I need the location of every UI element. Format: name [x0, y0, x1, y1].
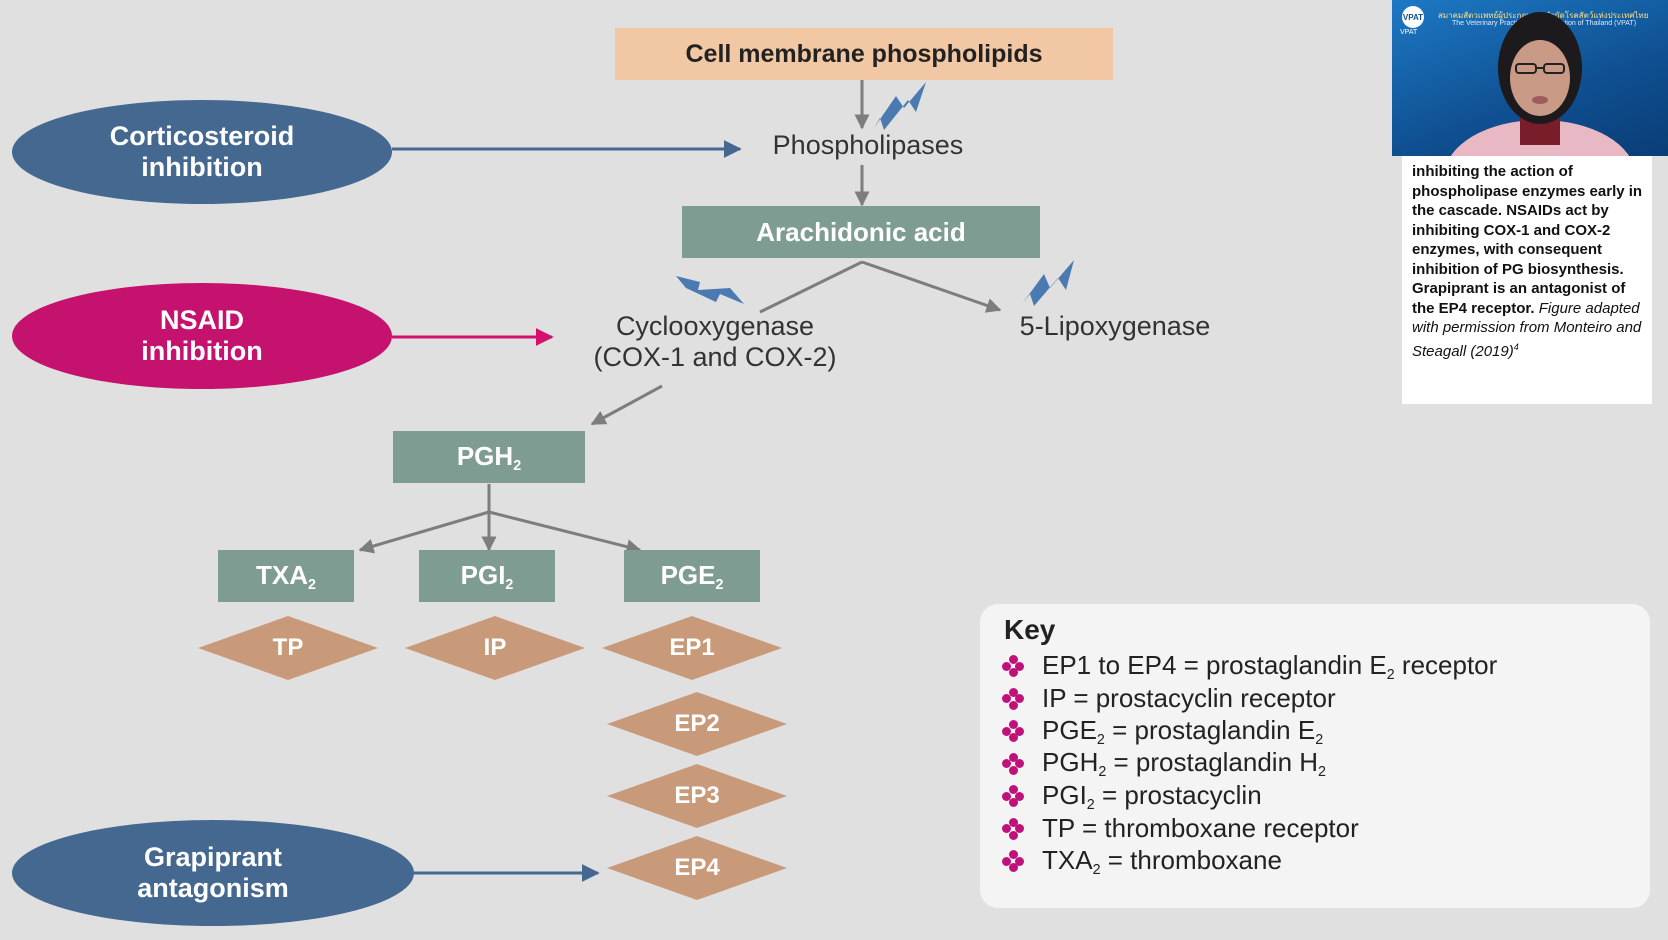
txa2-label: TXA2	[256, 559, 316, 593]
nsaid-line2: inhibition	[141, 336, 263, 366]
key-item: PGE2 = prostaglandin E2	[1002, 715, 1497, 748]
key-item: EP1 to EP4 = prostaglandin E2 receptor	[1002, 650, 1497, 683]
caption-bold-text: inhibiting the action of phospholipase e…	[1412, 163, 1643, 317]
pgi2-box: PGI2	[419, 550, 555, 602]
corticosteroid-line2: inhibition	[141, 152, 263, 182]
corticosteroid-ellipse: Corticosteroid inhibition	[12, 100, 392, 204]
pge2-box: PGE2	[624, 550, 760, 602]
ep3-label: EP3	[674, 782, 720, 809]
pgi2-label: PGI2	[460, 559, 514, 593]
phospholipases-label: Phospholipases	[772, 130, 964, 160]
corticosteroid-line1: Corticosteroid	[109, 121, 295, 151]
arachidonic-acid-label: Arachidonic acid	[756, 216, 966, 247]
caption-citation: 4	[1513, 341, 1519, 352]
pge2-label: PGE2	[660, 559, 724, 593]
grapiprant-ellipse: Grapiprant antagonism	[12, 820, 414, 926]
nsaid-ellipse: NSAID inhibition	[12, 283, 392, 389]
caption-source-text: Figure adapted with permission from Mont…	[1412, 299, 1642, 360]
pgh2-label: PGH2	[456, 440, 522, 474]
ep4-label: EP4	[674, 854, 720, 881]
vpat-label: VPAT	[1400, 29, 1418, 36]
arachidonic-acid-box: Arachidonic acid	[682, 206, 1040, 258]
ep1-label: EP1	[669, 634, 715, 661]
txa2-box: TXA2	[218, 550, 354, 602]
lightning-bolt-icon	[874, 82, 926, 130]
flower-bullet-icon	[1002, 687, 1024, 710]
lightning-bolt-icon	[676, 276, 744, 304]
key-item: TP = thromboxane receptor	[1002, 813, 1497, 846]
arrow-cox-to-pgh	[590, 384, 663, 426]
cell-membrane-box: Cell membrane phospholipids	[615, 28, 1113, 80]
flower-bullet-icon	[1002, 785, 1024, 808]
ep2-label: EP2	[674, 710, 720, 737]
arrow-pgh-to-txa	[358, 510, 490, 554]
tp-label: TP	[272, 634, 304, 661]
key-panel: Key EP1 to EP4 = prostaglandin E2 recept…	[980, 604, 1650, 908]
flower-bullet-icon	[1002, 720, 1024, 743]
cyclooxygenase-label: Cyclooxygenase (COX-1 and COX-2)	[560, 311, 870, 373]
flower-bullet-icon	[1002, 850, 1024, 873]
lightning-bolt-icon	[1022, 260, 1074, 306]
key-item-text: IP = prostacyclin receptor	[1042, 683, 1336, 714]
grapiprant-line2: antagonism	[137, 873, 289, 903]
nsaid-line1: NSAID	[159, 305, 244, 335]
caption-note: inhibiting the action of phospholipase e…	[1402, 156, 1652, 404]
arrow-pgh-to-pge	[488, 510, 642, 554]
vpat-logo-text: VPAT	[1402, 12, 1424, 22]
pge2-subscript: 2	[715, 576, 724, 593]
key-item: PGI2 = prostacyclin	[1002, 780, 1497, 813]
cell-membrane-label: Cell membrane phospholipids	[685, 39, 1043, 68]
key-item-text: EP1 to EP4 = prostaglandin E2 receptor	[1042, 649, 1498, 683]
key-item-text: PGH2 = prostaglandin H2	[1042, 747, 1326, 781]
pgh2-subscript: 2	[513, 457, 522, 474]
arrow-arachidonic-to-lipoxygenase	[861, 260, 1002, 313]
cyclooxygenase-line2: (COX-1 and COX-2)	[593, 342, 837, 372]
key-item-text: PGI2 = prostacyclin	[1042, 779, 1262, 813]
cyclooxygenase-line1: Cyclooxygenase	[615, 311, 815, 341]
pgh2-box: PGH2	[393, 431, 585, 483]
vpat-logo: VPAT	[1402, 6, 1424, 28]
key-item: PGH2 = prostaglandin H2	[1002, 747, 1497, 781]
key-item: TXA2 = thromboxane	[1002, 845, 1497, 878]
flower-bullet-icon	[1002, 817, 1024, 840]
lipoxygenase-label: 5-Lipoxygenase	[1019, 311, 1211, 341]
key-title: Key	[1004, 614, 1056, 645]
key-item-text: PGE2 = prostaglandin E2	[1042, 714, 1324, 748]
txa2-subscript: 2	[308, 576, 316, 593]
pgi2-subscript: 2	[505, 576, 514, 593]
presenter-video-overlay: VPAT VPAT สมาคมสัตวแพทย์ผู้ประกอบการบำบั…	[1392, 0, 1668, 156]
presenter-figure	[1450, 12, 1630, 156]
ip-label: IP	[483, 634, 507, 661]
key-item-text: TP = thromboxane receptor	[1042, 813, 1359, 844]
flower-bullet-icon	[1002, 655, 1024, 678]
line-arachidonic-split-left	[759, 260, 863, 314]
key-item-text: TXA2 = thromboxane	[1042, 844, 1282, 878]
flower-bullet-icon	[1002, 752, 1024, 775]
grapiprant-line1: Grapiprant	[143, 842, 283, 872]
key-item: IP = prostacyclin receptor	[1002, 683, 1497, 716]
